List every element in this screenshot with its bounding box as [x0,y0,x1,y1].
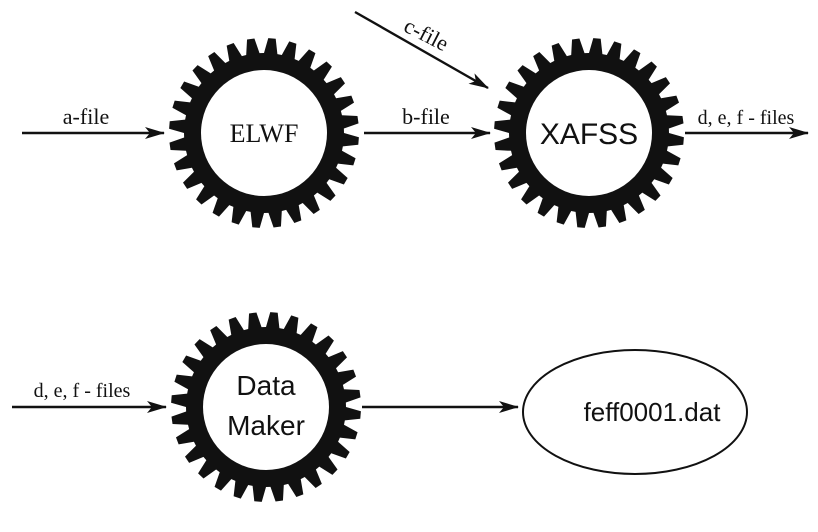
gear-icon-data-maker [171,312,361,502]
label-a-file: a-file [63,104,109,129]
label-c-file: c-file [400,13,453,56]
label-def-files-out: d, e, f - files [698,107,795,129]
node-label-data: Data [236,370,296,401]
gear-icon-xafss [494,38,684,228]
gear-icon-elwf [169,38,359,228]
output-file-ellipse [522,349,748,475]
label-def-files-in: d, e, f - files [34,380,131,402]
label-b-file: b-file [402,104,450,129]
node-label-xafss: XAFSS [540,118,638,151]
node-label-feff: feff0001.dat [584,397,722,427]
node-label-maker: Maker [227,410,305,441]
node-label-elwf: ELWF [230,119,299,148]
arrow-c-file [354,10,489,90]
